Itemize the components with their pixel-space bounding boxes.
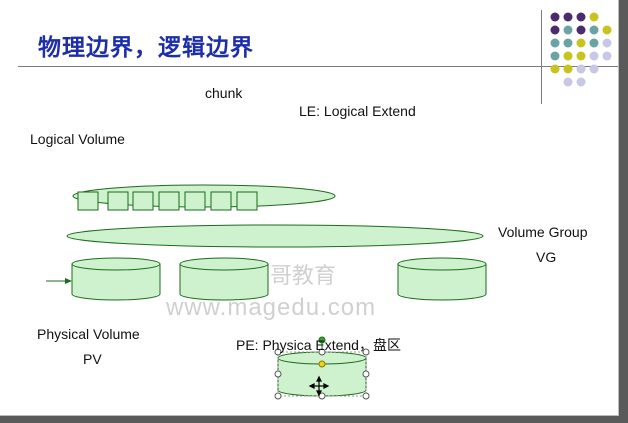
watermark-url: www.magedu.com	[166, 294, 377, 321]
chunk-box	[236, 191, 258, 211]
chunk-box	[132, 191, 154, 211]
resize-handle[interactable]	[362, 348, 370, 356]
chunk-box	[184, 191, 206, 211]
physical-volume-label: Physical Volume	[37, 326, 140, 342]
selection-handles[interactable]	[274, 336, 370, 400]
vg-label: VG	[536, 249, 557, 265]
chunk-box	[158, 191, 180, 211]
physical-volume-cylinder	[71, 257, 161, 301]
watermark-top: 哥教育	[270, 263, 337, 288]
chunk-label: chunk	[205, 85, 243, 101]
slide: 物理边界，逻辑边界	[0, 0, 619, 416]
resize-handle[interactable]	[274, 392, 282, 400]
resize-handle[interactable]	[362, 370, 370, 378]
volume-group-label: Volume Group	[498, 224, 588, 240]
resize-handle[interactable]	[318, 348, 326, 356]
chunk-box	[77, 191, 99, 211]
resize-handle[interactable]	[274, 348, 282, 356]
arrow-icon	[46, 278, 72, 284]
physical-extent-cylinder[interactable]	[277, 351, 367, 397]
title-divider	[18, 66, 618, 67]
pv-label: PV	[83, 351, 102, 367]
chunk-box	[107, 191, 129, 211]
move-cursor-icon	[308, 375, 330, 397]
corner-divider	[541, 10, 542, 104]
physical-volume-cylinder	[397, 257, 487, 301]
physical-extend-label: PE: Physica Extend，盘区	[236, 337, 401, 353]
volume-group-ellipse	[66, 224, 484, 248]
rotate-handle[interactable]	[318, 336, 326, 344]
physical-volume-cylinder	[179, 257, 269, 301]
logical-volume-label: Logical Volume	[30, 131, 125, 147]
adjust-handle[interactable]	[318, 360, 326, 368]
logical-extend-label: LE: Logical Extend	[299, 103, 416, 119]
chunk-row	[77, 191, 258, 211]
decorative-dot-grid	[550, 12, 612, 87]
chunk-box	[210, 191, 232, 211]
resize-handle[interactable]	[274, 370, 282, 378]
slide-title: 物理边界，逻辑边界	[38, 34, 254, 61]
resize-handle[interactable]	[362, 392, 370, 400]
diagram	[46, 12, 612, 400]
